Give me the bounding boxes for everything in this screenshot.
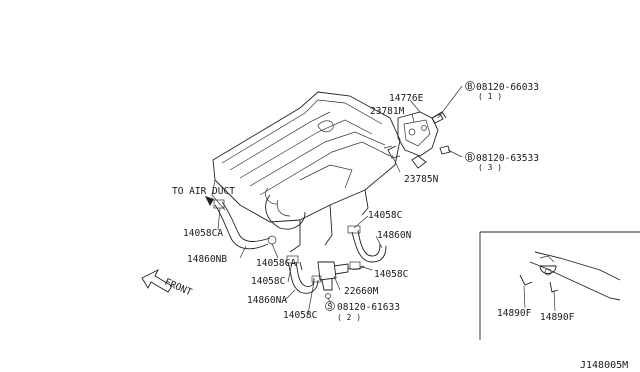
leader-lines	[217, 85, 556, 315]
hose-14860nb	[213, 199, 277, 250]
bolt-callout-2: B 08120-63533 ( 3 )	[465, 152, 539, 172]
note-front: FRONT	[163, 277, 194, 299]
label-14860na: 14860NA	[247, 295, 287, 306]
aux-valve-assembly	[383, 111, 447, 169]
label-14058c-d: 14058C	[374, 269, 408, 280]
label-14058c-a: 14058C	[251, 276, 285, 287]
bolt-3-qty: ( 2 )	[337, 313, 361, 322]
bolt-2-part: 08120-63533	[476, 153, 539, 164]
note-to-air-duct: TO AIR DUCT	[172, 186, 235, 197]
bolt-3-prefix: S	[328, 302, 333, 311]
front-arrow-icon	[141, 268, 173, 293]
bolt-08120-66033	[431, 113, 444, 124]
bolt-1-part: 08120-66033	[476, 82, 539, 93]
label-14058ca-b: 14058CA	[256, 258, 296, 269]
label-14776e: 14776E	[389, 93, 424, 104]
diagram-code: J148005M	[580, 360, 628, 371]
label-14860nb: 14860NB	[187, 254, 227, 265]
hose-14860n	[347, 225, 387, 270]
label-14058c-c: 14058C	[368, 210, 402, 221]
label-14890f-a: 14890F	[497, 308, 532, 319]
bolt-3-part: 08120-61633	[337, 302, 400, 313]
bolt-1-prefix: B	[468, 82, 473, 91]
bolt-1-qty: ( 1 )	[478, 92, 502, 101]
bolt-callout-1: B 08120-66033 ( 1 )	[465, 81, 539, 101]
label-23785n: 23785N	[404, 174, 439, 185]
bolt-2-qty: ( 3 )	[478, 163, 502, 172]
engine-valve-cover	[211, 91, 401, 253]
bolt-08120-63533	[439, 145, 451, 155]
hose-14860na	[286, 255, 322, 294]
label-22660m: 22660M	[344, 286, 379, 297]
label-14890f-b: 14890F	[540, 312, 575, 323]
labels: 14776E 23781M 23785N B 08120-66033 ( 1 )…	[163, 81, 628, 371]
label-14860n: 14860N	[377, 230, 412, 241]
label-14058c-b: 14058C	[283, 310, 317, 321]
label-14058ca-a: 14058CA	[183, 228, 223, 239]
detail-inset	[479, 231, 640, 340]
bolt-2-prefix: B	[468, 153, 473, 162]
bolt-callout-3: S 08120-61633 ( 2 )	[325, 301, 400, 322]
label-23781m: 23781M	[370, 106, 405, 117]
air-duct-arrow-icon	[205, 196, 214, 206]
